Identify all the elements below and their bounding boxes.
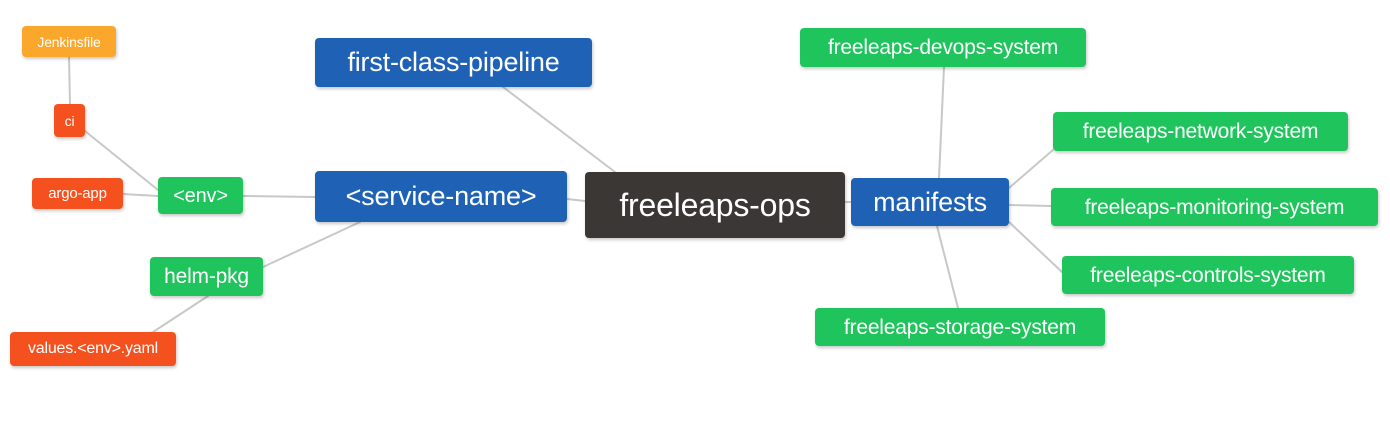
edge-manifests-to-controls-system [1008,221,1063,273]
node-monitoring-system[interactable]: freeleaps-monitoring-system [1051,188,1378,226]
node-manifests[interactable]: manifests [851,178,1009,226]
node-argo-app[interactable]: argo-app [32,178,123,209]
node-freeleaps-ops[interactable]: freeleaps-ops [585,172,845,238]
node-controls-system[interactable]: freeleaps-controls-system [1062,256,1354,294]
edge-argo-app-to-env [122,193,159,197]
node-ci[interactable]: ci [54,104,85,137]
edge-helm-pkg-to-service-name [262,221,361,268]
edge-env-to-service-name [242,195,316,198]
node-devops-system[interactable]: freeleaps-devops-system [800,28,1086,67]
edge-manifests-to-storage-system [936,225,959,309]
node-env[interactable]: <env> [158,177,243,214]
node-helm-pkg[interactable]: helm-pkg [150,257,263,296]
edge-service-name-to-freeleaps-ops [566,198,586,202]
edge-values-yaml-to-helm-pkg [149,295,209,335]
node-network-system[interactable]: freeleaps-network-system [1053,112,1348,151]
edge-jenkinsfile-to-ci [68,56,71,105]
node-storage-system[interactable]: freeleaps-storage-system [815,308,1105,346]
edge-manifests-to-monitoring-system [1008,204,1052,207]
edge-manifests-to-devops-system [938,66,945,179]
node-first-class-pipeline[interactable]: first-class-pipeline [315,38,592,87]
node-jenkinsfile[interactable]: Jenkinsfile [22,26,116,57]
edge-first-class-pipeline-to-freeleaps-ops [502,86,616,173]
node-service-name[interactable]: <service-name> [315,171,567,222]
edge-manifests-to-network-system [1008,149,1054,189]
node-values-yaml[interactable]: values.<env>.yaml [10,332,176,366]
